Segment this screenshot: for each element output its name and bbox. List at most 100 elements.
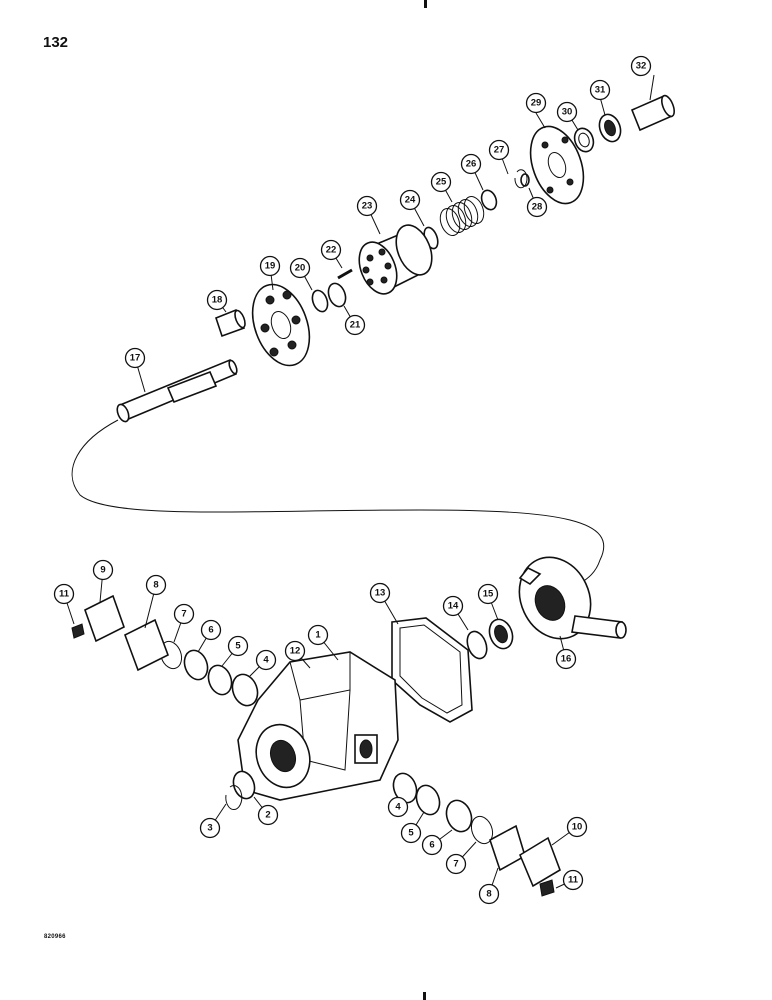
svg-text:18: 18 (212, 295, 223, 306)
top-crop-mark (424, 0, 427, 8)
callout-16: 16 (555, 648, 577, 670)
part-capscrew-11-lower (539, 879, 555, 897)
svg-text:5: 5 (408, 828, 414, 839)
svg-text:15: 15 (483, 589, 494, 600)
part-cover-9 (84, 594, 125, 643)
callout-4-upper: 4 (255, 649, 277, 671)
callout-2: 2 (257, 804, 279, 826)
callout-5-upper: 5 (227, 635, 249, 657)
svg-text:6: 6 (208, 625, 213, 636)
callout-1: 1 (307, 624, 329, 646)
svg-text:20: 20 (295, 263, 306, 274)
svg-text:8: 8 (153, 580, 158, 591)
callout-25: 25 (430, 171, 452, 193)
svg-text:3: 3 (207, 823, 212, 834)
callout-19: 19 (259, 255, 281, 277)
part-bushing-20 (311, 289, 329, 313)
callout-11-upper: 11 (53, 583, 75, 605)
svg-text:8: 8 (486, 889, 491, 900)
callout-30: 30 (556, 101, 578, 123)
svg-text:22: 22 (326, 245, 337, 256)
callout-6-lower: 6 (421, 834, 443, 856)
callout-12: 12 (284, 640, 306, 662)
part-bearing-31 (598, 113, 622, 143)
part-swashplate-16 (518, 556, 627, 640)
svg-text:10: 10 (572, 822, 583, 833)
callout-28: 28 (526, 196, 548, 218)
callout-11-lower: 11 (562, 869, 584, 891)
bottom-crop-mark (423, 992, 426, 1000)
callout-18: 18 (206, 289, 228, 311)
svg-text:12: 12 (290, 646, 301, 657)
part-gasket-8-lower (489, 824, 526, 872)
callout-20: 20 (289, 257, 311, 279)
callout-22: 22 (320, 239, 342, 261)
part-race-2 (232, 770, 256, 800)
callout-7-lower: 7 (445, 853, 467, 875)
part-shim-6-upper (183, 649, 209, 681)
part-bearing-15 (488, 618, 514, 650)
svg-text:4: 4 (263, 655, 269, 666)
part-capscrew-11-upper (71, 623, 85, 639)
part-race-30 (573, 127, 595, 153)
svg-text:31: 31 (595, 85, 606, 96)
part-gasket-13 (391, 617, 473, 723)
callout-8-lower: 8 (478, 883, 500, 905)
svg-text:1: 1 (315, 630, 321, 641)
part-spring-25 (439, 195, 485, 237)
callout-26: 26 (460, 153, 482, 175)
svg-text:7: 7 (181, 609, 186, 620)
part-gasket-8-upper (124, 618, 169, 672)
svg-text:21: 21 (350, 320, 361, 331)
callout-6-upper: 6 (200, 619, 222, 641)
part-cylinder-block-23 (358, 224, 433, 295)
part-snap-ring-3 (225, 785, 243, 810)
callout-21: 21 (344, 314, 366, 336)
svg-text:29: 29 (531, 98, 542, 109)
part-valve-plate-29 (529, 125, 585, 205)
part-shim-6-lower (445, 799, 473, 833)
svg-text:4: 4 (395, 802, 401, 813)
svg-text:32: 32 (636, 61, 647, 72)
part-washer-26 (480, 189, 498, 211)
callout-31: 31 (589, 79, 611, 101)
svg-text:7: 7 (453, 859, 458, 870)
svg-text:19: 19 (265, 261, 276, 272)
svg-text:13: 13 (375, 588, 386, 599)
assembly-path-line (71, 419, 605, 586)
callout-9: 9 (92, 559, 114, 581)
svg-text:28: 28 (532, 202, 543, 213)
svg-text:23: 23 (362, 201, 373, 212)
callout-3: 3 (199, 817, 221, 839)
svg-text:30: 30 (562, 107, 573, 118)
part-race-5-upper (207, 664, 233, 696)
svg-text:26: 26 (466, 159, 477, 170)
part-race-5-lower (415, 784, 441, 816)
svg-text:17: 17 (130, 353, 141, 364)
callout-17: 17 (124, 347, 146, 369)
part-bearing-4-lower (392, 772, 418, 804)
part-retainer-plate-19 (251, 283, 311, 367)
svg-text:2: 2 (265, 810, 270, 821)
callout-24: 24 (399, 189, 421, 211)
svg-text:5: 5 (235, 641, 241, 652)
figure-code: 820966 (44, 934, 66, 940)
svg-text:16: 16 (561, 654, 572, 665)
callout-32: 32 (630, 55, 652, 77)
callout-5-lower: 5 (400, 822, 422, 844)
callout-15: 15 (477, 583, 499, 605)
part-pump-housing-1 (237, 651, 399, 801)
part-washer-28 (520, 173, 530, 187)
callout-27: 27 (488, 139, 510, 161)
callout-23: 23 (356, 195, 378, 217)
callout-7-upper: 7 (173, 603, 195, 625)
part-race-14 (466, 630, 488, 660)
svg-text:24: 24 (405, 195, 416, 206)
part-seal-7-lower (470, 815, 494, 845)
callout-29: 29 (525, 92, 547, 114)
part-piston-18 (215, 308, 246, 338)
svg-text:11: 11 (568, 875, 579, 886)
svg-text:14: 14 (448, 601, 459, 612)
svg-text:6: 6 (429, 840, 434, 851)
